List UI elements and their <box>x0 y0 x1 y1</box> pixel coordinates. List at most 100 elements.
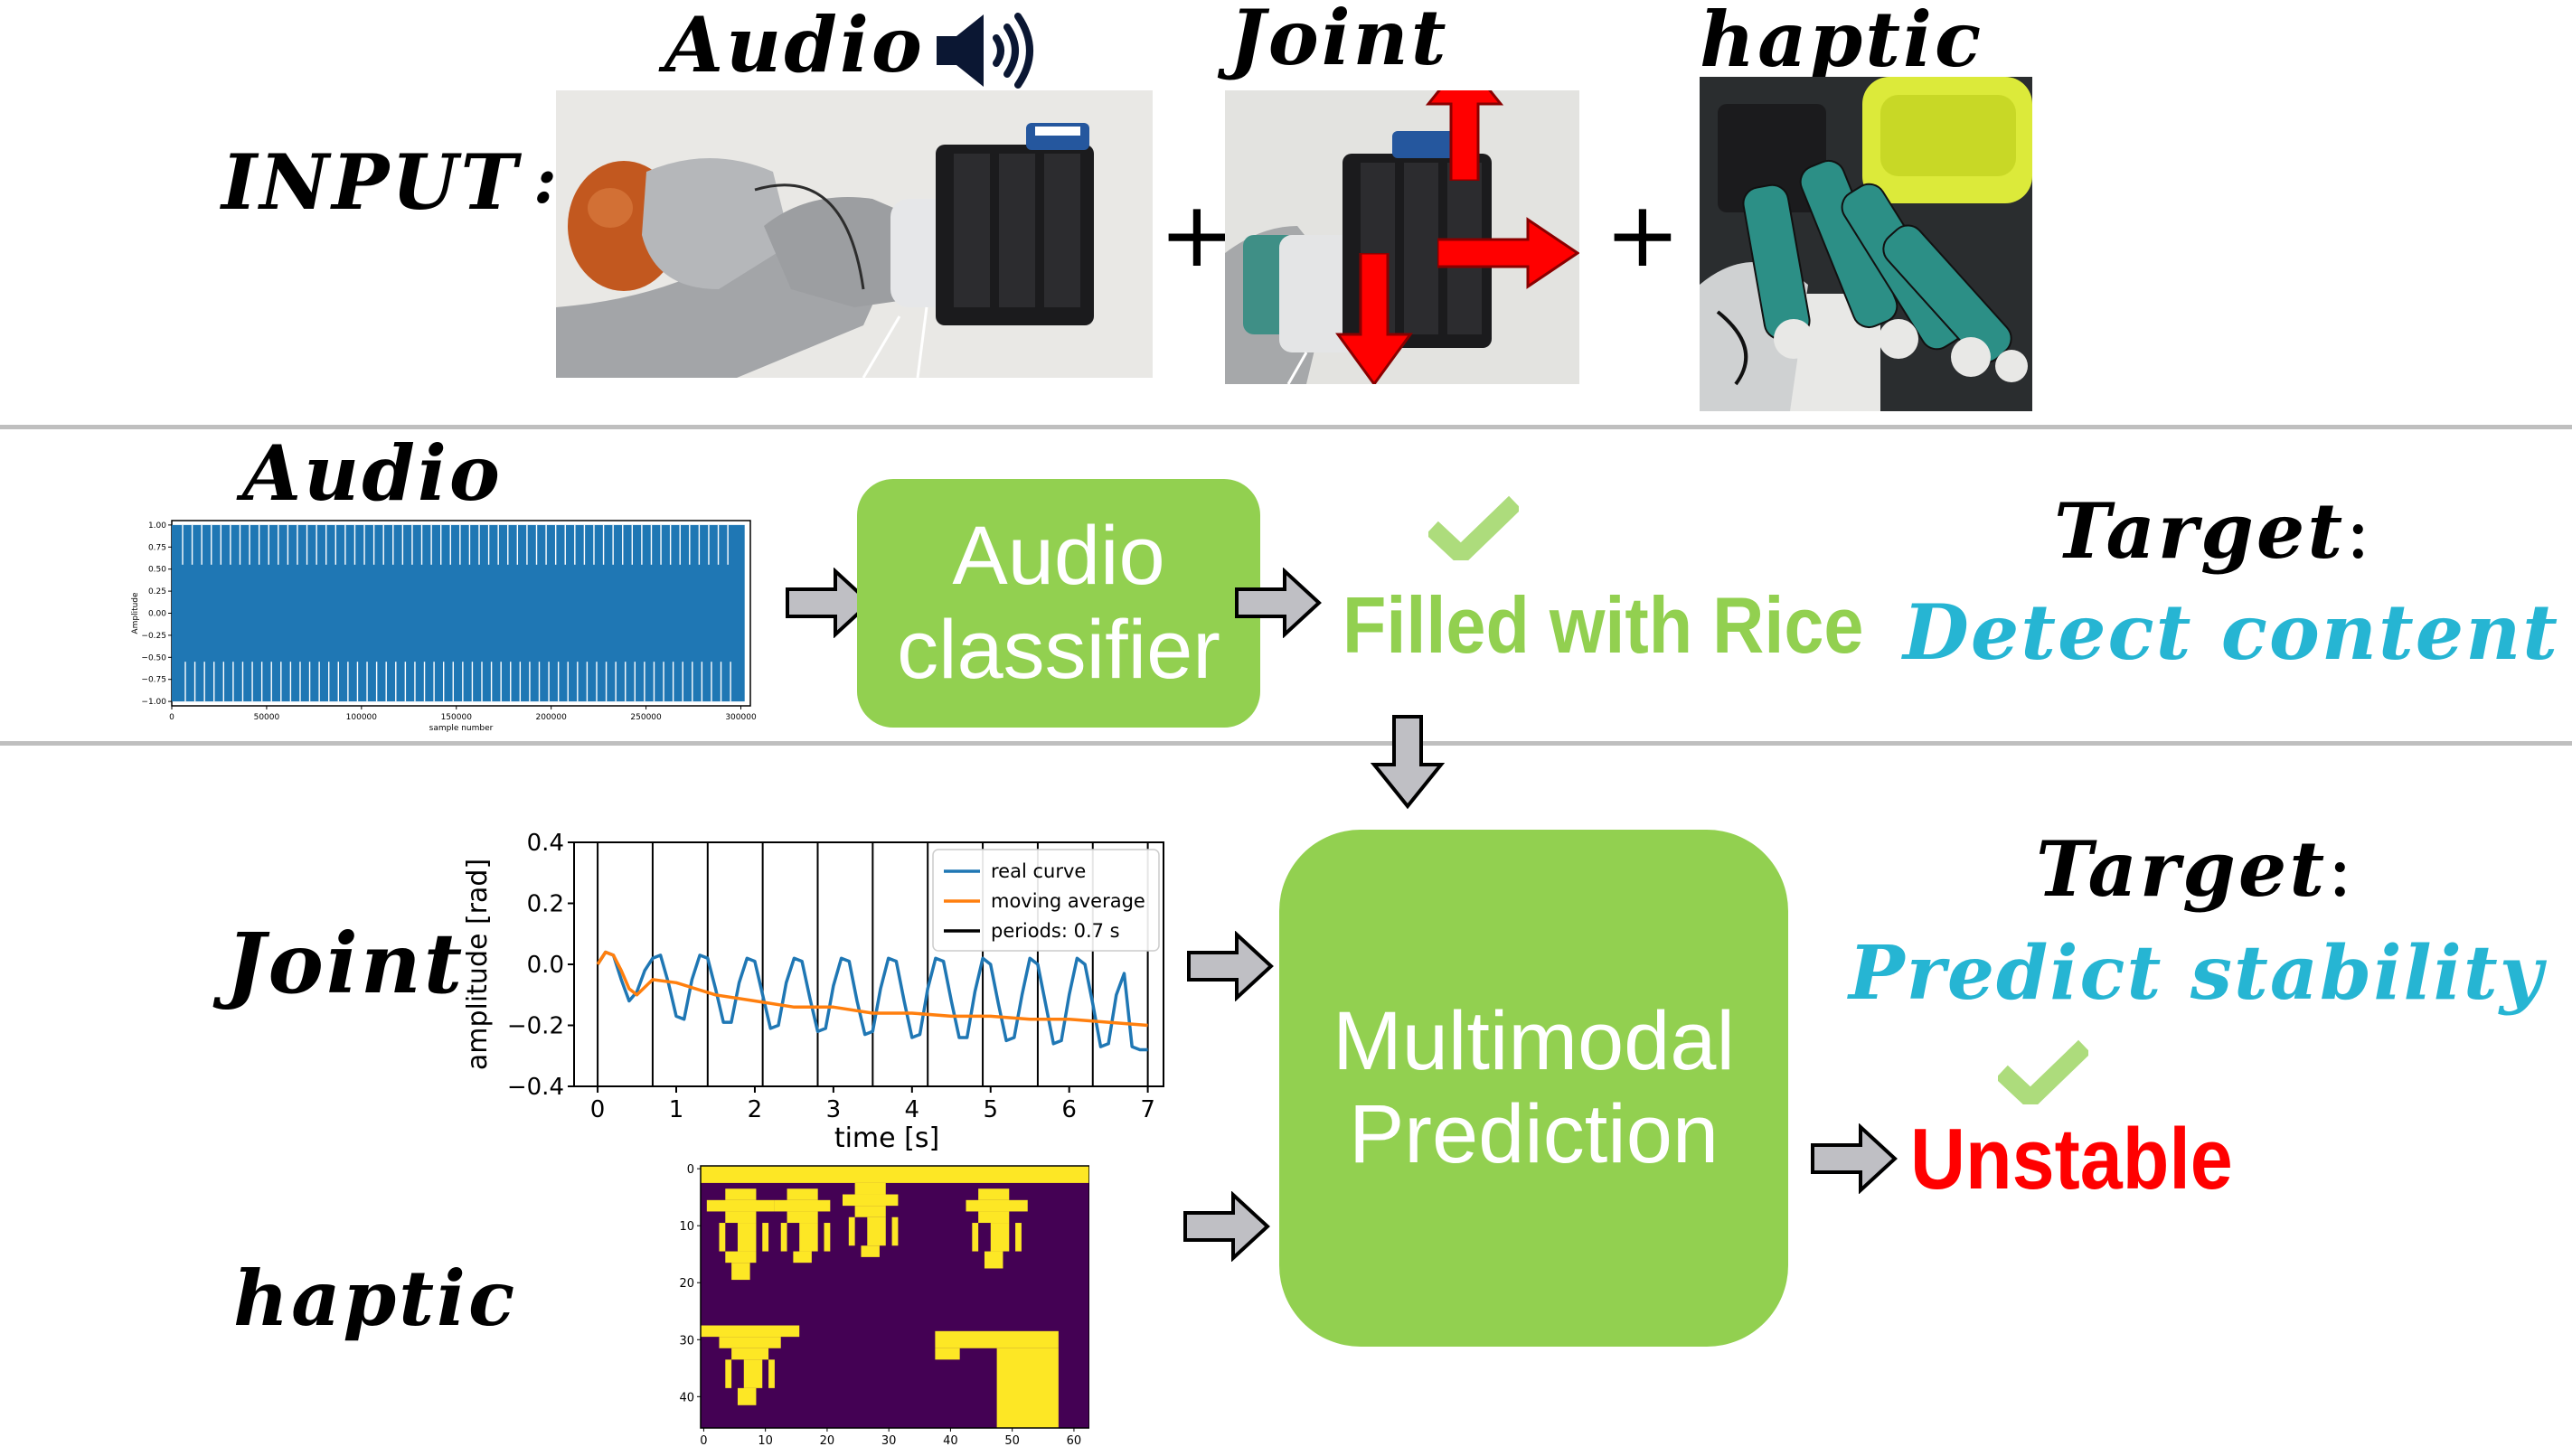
haptic-active-region <box>768 1359 775 1388</box>
joint-legend-box <box>932 849 1160 952</box>
haptic-active-region <box>935 1330 1059 1348</box>
gray-arrow-to-result <box>1235 568 1322 638</box>
haptic-y-tick-label: 30 <box>679 1334 694 1348</box>
audio-y-tick-label: −1.00 <box>141 698 166 707</box>
haptic-active-region <box>799 1223 818 1252</box>
audio-classifier-box: Audio classifier <box>857 479 1260 728</box>
joint-series-real-curve <box>596 950 1148 1052</box>
haptic-active-region <box>848 1216 855 1246</box>
haptic-x-tick-label: 30 <box>881 1434 897 1448</box>
haptic-active-region <box>793 1251 812 1263</box>
joint-x-tick-label: 5 <box>983 1096 998 1123</box>
robot-haptic-photo <box>1700 77 2032 411</box>
audio-x-tick-label: 100000 <box>346 713 378 722</box>
haptic-active-region <box>743 1359 763 1388</box>
gray-arrow-down <box>1371 715 1445 810</box>
haptic-y-tick-label: 20 <box>679 1277 694 1291</box>
red-arrow-down <box>1335 253 1413 384</box>
audio-y-tick-label: −0.50 <box>141 653 166 662</box>
audio-y-axis-label: Amplitude <box>131 592 140 634</box>
haptic-active-region <box>891 1216 899 1246</box>
haptic-active-region <box>706 1199 775 1212</box>
stability-target-word: Target <box>2036 824 2328 914</box>
stability-target-colon: : <box>2327 825 2356 914</box>
joint-x-tick-label: 7 <box>1140 1096 1155 1123</box>
haptic-active-region <box>762 1223 769 1252</box>
joint-y-axis-label: amplitude [rad] <box>462 859 494 1070</box>
audio-target-label: Target: <box>2054 493 2373 570</box>
joint-x-axis-label: time [s] <box>834 1123 939 1154</box>
haptic-active-region <box>978 1211 1010 1224</box>
prediction-line1: Multimodal <box>1333 994 1735 1087</box>
haptic-active-region <box>719 1223 726 1252</box>
speaker-icon <box>937 13 1033 89</box>
haptic-frame <box>700 1165 1089 1429</box>
haptic-x-tick-label: 10 <box>758 1434 773 1448</box>
joint-x-tick-label: 3 <box>826 1096 842 1123</box>
joint-legend-label: moving average <box>991 890 1145 912</box>
input-label: INPUT <box>221 137 520 227</box>
haptic-active-region <box>990 1223 1010 1252</box>
haptic-active-region <box>984 1251 1003 1269</box>
audio-y-tick-label: 0.50 <box>148 566 166 575</box>
haptic-active-region <box>731 1348 769 1360</box>
haptic-x-tick-label: 60 <box>1067 1434 1082 1448</box>
haptic-active-region <box>966 1199 1028 1212</box>
prediction-line2: Prediction <box>1348 1088 1719 1180</box>
joint-x-tick-label: 0 <box>590 1096 606 1123</box>
modality-label-haptic: haptic <box>1700 0 1984 84</box>
audio-x-tick-label: 150000 <box>441 713 473 722</box>
multimodal-prediction-box: Multimodal Prediction <box>1279 830 1788 1347</box>
haptic-active-region <box>719 1337 781 1348</box>
audio-section-label: Audio <box>242 428 503 518</box>
audio-classifier-line2: classifier <box>897 603 1220 696</box>
audio-x-tick-label: 0 <box>169 713 174 722</box>
robot-audio-photo <box>556 90 1153 378</box>
audio-x-tick-label: 250000 <box>630 713 662 722</box>
haptic-active-region <box>725 1188 757 1200</box>
joint-x-tick-label: 2 <box>748 1096 763 1123</box>
audio-x-tick-label: 300000 <box>725 713 757 722</box>
audio-y-tick-label: 1.00 <box>148 521 166 531</box>
audio-target-value: Detect content <box>1903 587 2560 677</box>
haptic-active-region <box>787 1211 818 1224</box>
haptic-active-region <box>861 1245 880 1257</box>
haptic-active-region <box>935 1348 960 1360</box>
audio-x-tick-label: 50000 <box>254 713 280 722</box>
haptic-active-region <box>725 1359 732 1388</box>
haptic-y-tick-label: 0 <box>687 1163 694 1177</box>
modality-label-joint: Joint <box>1229 0 1449 82</box>
joint-y-tick-label: −0.2 <box>507 1013 564 1040</box>
joint-y-tick-label: 0.2 <box>527 891 564 918</box>
haptic-active-region <box>996 1348 1059 1428</box>
haptic-active-region <box>854 1206 886 1217</box>
gray-arrow-haptic-to-prediction <box>1183 1191 1270 1262</box>
stability-result: Unstable <box>1910 1111 2233 1207</box>
haptic-active-region <box>774 1199 831 1212</box>
audio-y-tick-label: 0.25 <box>148 587 166 596</box>
haptic-active-region <box>701 1325 800 1338</box>
plus-sign-2: + <box>1605 182 1681 287</box>
haptic-x-tick-label: 20 <box>820 1434 835 1448</box>
audio-waveform-series <box>172 524 745 702</box>
haptic-active-region <box>731 1263 750 1281</box>
gray-arrow-joint-to-prediction <box>1187 931 1274 1001</box>
audio-waveform-band <box>172 524 745 702</box>
plus-sign-1: + <box>1159 182 1235 287</box>
modality-label-audio: Audio <box>664 0 925 89</box>
joint-y-tick-label: −0.4 <box>507 1074 564 1101</box>
haptic-x-tick-label: 40 <box>943 1434 958 1448</box>
joint-x-tick-label: 6 <box>1061 1096 1077 1123</box>
haptic-active-region <box>737 1387 757 1405</box>
haptic-y-tick-label: 40 <box>679 1391 694 1404</box>
audio-result: Filled with Rice <box>1343 580 1864 670</box>
audio-waveform-chart: 1.000.750.500.250.00−0.25−0.50−0.75−1.00… <box>131 520 757 733</box>
haptic-y-tick-label: 10 <box>679 1220 694 1234</box>
audio-target-colon: : <box>2345 487 2374 576</box>
haptic-active-cells <box>701 1166 1089 1428</box>
haptic-active-region <box>1015 1223 1022 1252</box>
joint-y-tick-label: 0.0 <box>527 952 564 979</box>
robot-joint-photo <box>1225 90 1579 384</box>
joint-legend-label: periods: 0.7 s <box>991 920 1120 942</box>
